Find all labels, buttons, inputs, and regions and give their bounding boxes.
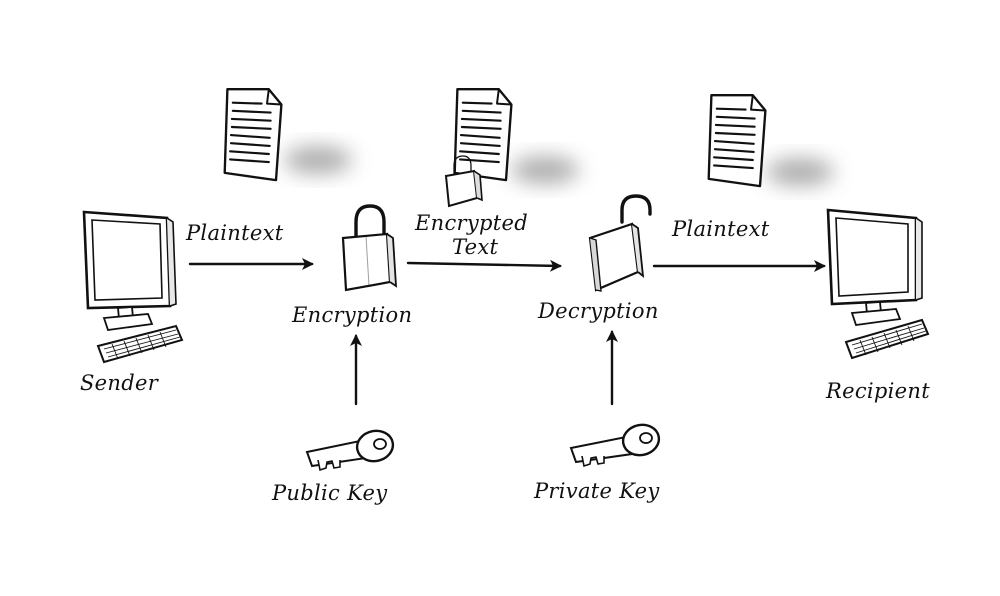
arrow-encryption-to-decryption (406, 259, 562, 272)
encrypted-text-label-line2: Text (452, 235, 499, 259)
decryption-label: Decryption (537, 299, 659, 323)
plaintext-left-label: Plaintext (185, 221, 284, 245)
document-icon (453, 87, 513, 182)
small-padlock-icon (444, 155, 483, 208)
plaintext-right-label: Plaintext (671, 217, 770, 241)
private-key-icon (569, 423, 661, 468)
sender-label: Sender (80, 371, 160, 395)
sender-computer-icon (82, 210, 184, 364)
padlock-open-icon (588, 194, 652, 292)
document-shadow (766, 158, 834, 186)
private-key-label: Private Key (533, 479, 660, 503)
encryption-label: Encryption (291, 303, 412, 327)
document-icon (707, 94, 767, 188)
encrypted-text-label-line1: Encrypted (414, 211, 528, 235)
public-key-label: Public Key (271, 481, 388, 505)
recipient-label: Recipient (825, 379, 930, 403)
padlock-closed-icon (341, 204, 398, 292)
public-key-icon (305, 429, 395, 472)
document-shadow (284, 146, 352, 174)
document-icon (223, 88, 283, 182)
document-shadow (511, 156, 579, 184)
recipient-computer-icon (826, 208, 930, 360)
